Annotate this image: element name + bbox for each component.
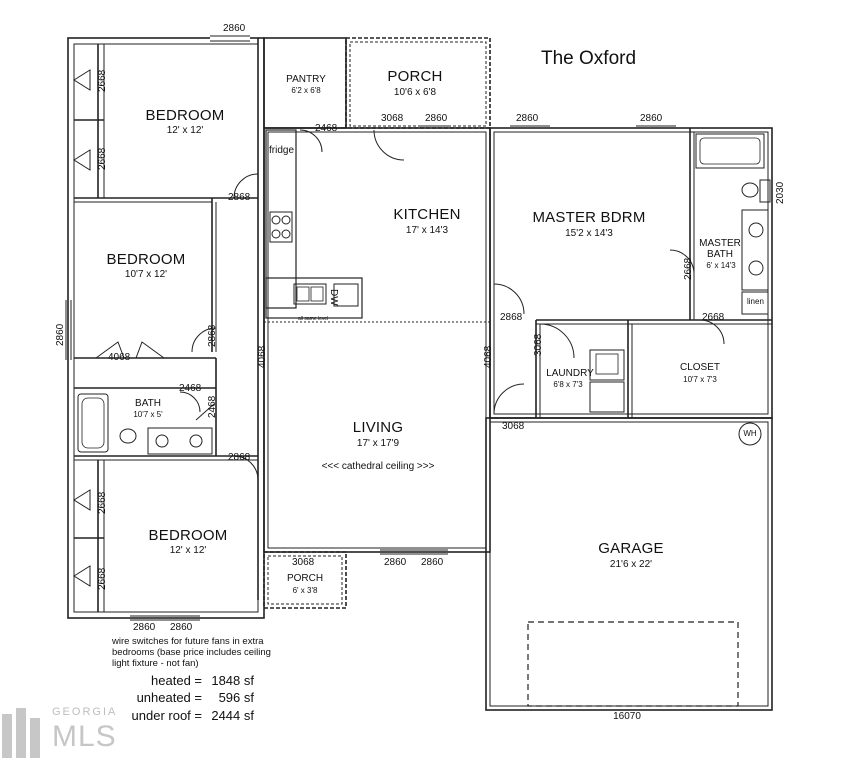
closet-door-label-b3b: 2668 [97, 567, 108, 590]
fridge-label: fridge [269, 145, 295, 156]
window-label-top: 2860 [223, 23, 246, 34]
garage-door-size: 16070 [613, 711, 641, 722]
all-same-level-note: all same level [298, 316, 329, 322]
window-label-b3b: 2860 [170, 622, 193, 633]
garage-size: 21'6 x 22' [609, 559, 653, 570]
window-label-back-b: 2860 [421, 557, 444, 568]
watermark-line2: MLS [52, 720, 117, 753]
door-label-front: 3068 [381, 113, 404, 124]
under-roof-value: 2444 sf [211, 708, 254, 723]
pantry-name: PANTRY [286, 74, 326, 85]
master-bath-name-1: MASTER [699, 238, 741, 249]
window-label-b3a: 2860 [133, 622, 156, 633]
bedroom-3-size: 12' x 12' [169, 545, 207, 556]
bath-name: BATH [135, 398, 161, 409]
bedroom-1-name: BEDROOM [145, 107, 225, 124]
window-label-back-a: 2860 [384, 557, 407, 568]
closet-door-label-b3a: 2668 [97, 491, 108, 514]
linen-label: linen [747, 297, 764, 306]
mls-watermark: GEORGIA MLS [0, 700, 140, 768]
master-bedroom-name: MASTER BDRM [532, 209, 646, 226]
unheated-value: 596 sf [218, 690, 254, 705]
pantry-size: 6'2 x 6'8 [291, 86, 321, 95]
mls-logo-icon [2, 708, 40, 758]
window-label-master-b: 2860 [640, 113, 663, 124]
back-porch-size: 6' x 3'8 [292, 586, 318, 595]
closet-size: 10'7 x 7'3 [683, 375, 717, 384]
heated-label: heated = [151, 673, 202, 688]
back-porch-name: PORCH [286, 573, 324, 584]
window-label-porch: 2860 [425, 113, 448, 124]
water-heater-label: WH [743, 429, 757, 438]
door-label-bath-b: 2468 [207, 395, 218, 418]
door-label-bath-a: 2468 [179, 383, 202, 394]
master-bath-name-2: BATH [707, 249, 733, 260]
opening-label-living-right: 4068 [483, 345, 494, 368]
unheated-label: unheated = [136, 690, 202, 705]
closet-label-b2: 4068 [108, 352, 131, 363]
opening-label-living-left: 4068 [257, 345, 268, 368]
closet-name: CLOSET [679, 362, 721, 373]
dishwasher-label: DW [328, 289, 339, 306]
bedroom-3-name: BEDROOM [148, 527, 228, 544]
door-label-b3: 2868 [228, 452, 251, 463]
kitchen-size: 17' x 14'3 [405, 225, 449, 236]
door-label-master: 2868 [500, 312, 523, 323]
door-label-b2: 2868 [207, 324, 218, 347]
laundry-size: 6'8 x 7'3 [553, 380, 583, 389]
bedroom-2-size: 10'7 x 12' [124, 269, 168, 280]
door-label-closet: 2668 [702, 312, 725, 323]
door-label-b1: 2868 [228, 192, 251, 203]
door-label-laundry: 3068 [533, 333, 544, 356]
plan-title: The Oxford [541, 48, 637, 69]
living-ceiling-note: <<< cathedral ceiling >>> [321, 461, 435, 472]
heated-value: 1848 sf [211, 673, 254, 688]
master-bath-size: 6' x 14'3 [706, 261, 736, 270]
living-name: LIVING [352, 419, 404, 436]
laundry-name: LAUNDRY [546, 368, 594, 379]
front-porch-name: PORCH [387, 68, 443, 85]
window-label-master-a: 2860 [516, 113, 539, 124]
door-label-mbath: 2668 [683, 257, 694, 280]
fan-wiring-note: wire switches for future fans in extra b… [112, 636, 271, 669]
watermark-line1: GEORGIA [52, 706, 118, 718]
kitchen-name: KITCHEN [393, 206, 461, 223]
closet-door-label-b1a: 2668 [97, 69, 108, 92]
window-label-mbath: 2030 [775, 181, 786, 204]
window-label-left: 2860 [55, 323, 66, 346]
door-label-back: 3068 [292, 557, 315, 568]
under-roof-label: under roof = [131, 708, 202, 723]
garage-name: GARAGE [598, 540, 664, 557]
bedroom-1-size: 12' x 12' [166, 125, 204, 136]
living-size: 17' x 17'9 [356, 438, 400, 449]
front-porch-size: 10'6 x 6'8 [393, 87, 437, 98]
closet-door-label-b1b: 2668 [97, 147, 108, 170]
bedroom-2-name: BEDROOM [106, 251, 186, 268]
bath-size: 10'7 x 5' [133, 410, 163, 419]
master-bedroom-size: 15'2 x 14'3 [565, 228, 613, 239]
door-label-pantry: 2468 [315, 123, 338, 134]
door-label-garage: 3068 [502, 421, 525, 432]
